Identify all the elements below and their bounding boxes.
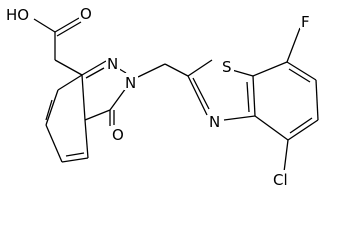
bonds [33,17,319,173]
bond-c6-c5 [61,157,89,163]
bond-n3t-c3a [223,115,256,121]
atom-label-hydroxyl: HO [6,6,29,24]
bond-s-c7a [231,69,254,77]
bond-c8a-c8 [57,74,83,91]
bond-c-o-double-a [54,17,80,33]
atom-label-acid-oxygen: O [80,5,92,23]
bond-c5b-c4b [287,119,319,141]
bond-c1-n2-b [85,67,105,79]
bond-c-o-double-b [56,21,82,37]
bond-c7-c6b-inner [288,68,311,83]
bond-c2-n3t-b [192,77,210,110]
bond-c7-c7-inner [45,99,53,121]
bond-c3a-c7a [252,75,256,117]
atom-label-fluorine: F [301,13,310,31]
atom-label-thiazole-nitrogen: N [209,113,220,131]
bond-c4b-c3a [254,115,289,141]
bond-ho-c [33,18,56,33]
bond-c8-c7 [45,89,59,126]
bond-c1-n2-a [81,60,107,76]
atom-label-chlorine: Cl [273,171,288,189]
bond-n3-ch2 [137,63,166,78]
bond-ch2-c2 [164,63,189,77]
bond-c4-c4a [84,109,111,121]
bond-c7-c6b [286,61,317,81]
structure-canvas: HO O N N O S N F Cl [5,4,319,189]
atom-labels: HO O N N O S N F Cl [5,4,312,189]
bond-n3-c4 [109,87,127,111]
bond-c7a-c7 [252,61,288,77]
atom-label-ring-nitrogen-2: N [107,55,118,73]
atom-label-thiazole-sulfur: S [222,58,232,76]
bond-c5-c4a [84,119,89,159]
atom-label-ring-nitrogen-3: N [125,74,136,92]
bond-c4a-c8a [81,74,86,121]
bond-c3a-c7a-inner [246,81,250,113]
bond-c6-c5-inner [65,152,85,157]
bond-c2-n3t-a [187,75,208,116]
bond-ch2-c1 [54,59,83,76]
bond-c7-f [286,27,301,63]
bond-c5b-c4b-inner [289,117,313,134]
molecule-structure: HO O N N O S N F Cl [5,4,319,189]
bond-c7-c6 [45,124,63,163]
bond-c5b-cl [283,139,289,173]
bond-c2-s [187,59,213,77]
atom-label-ketone-oxygen: O [112,126,124,144]
bond-c6b-c5b [315,79,319,121]
